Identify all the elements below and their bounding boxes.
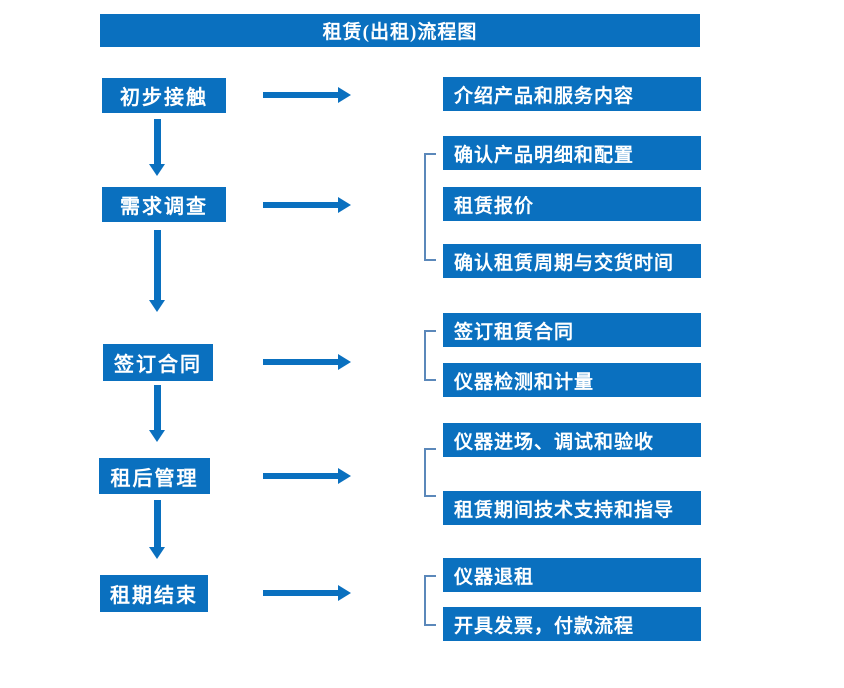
right-arrow-2 (263, 197, 351, 213)
right-arrow-1 (263, 87, 351, 103)
stage-box-5: 租期结束 (100, 575, 208, 612)
down-arrow-1 (149, 119, 165, 176)
detail-box-9: 仪器退租 (443, 558, 701, 592)
detail-box-1: 介绍产品和服务内容 (443, 77, 701, 111)
down-arrow-2 (149, 230, 165, 312)
detail-box-5: 签订租赁合同 (443, 313, 701, 347)
stage-box-1: 初步接触 (102, 78, 226, 113)
bracket-stage-2 (424, 153, 436, 261)
stage-box-4: 租后管理 (99, 458, 210, 494)
detail-box-10: 开具发票，付款流程 (443, 607, 701, 641)
detail-box-2: 确认产品明细和配置 (443, 136, 701, 170)
detail-box-8: 租赁期间技术支持和指导 (443, 491, 701, 525)
detail-box-4: 确认租赁周期与交货时间 (443, 244, 701, 278)
stage-box-2: 需求调查 (102, 187, 226, 222)
detail-box-7: 仪器进场、调试和验收 (443, 423, 701, 457)
bracket-stage-3 (424, 330, 436, 381)
down-arrow-4 (149, 500, 165, 559)
right-arrow-4 (263, 468, 351, 484)
stage-box-3: 签订合同 (103, 344, 213, 381)
diagram-title: 租赁(出租)流程图 (100, 14, 700, 47)
right-arrow-3 (263, 354, 351, 370)
bracket-stage-4 (424, 448, 436, 497)
right-arrow-5 (263, 585, 351, 601)
bracket-stage-5 (424, 575, 436, 626)
down-arrow-3 (149, 385, 165, 442)
detail-box-3: 租赁报价 (443, 187, 701, 221)
detail-box-6: 仪器检测和计量 (443, 363, 701, 397)
